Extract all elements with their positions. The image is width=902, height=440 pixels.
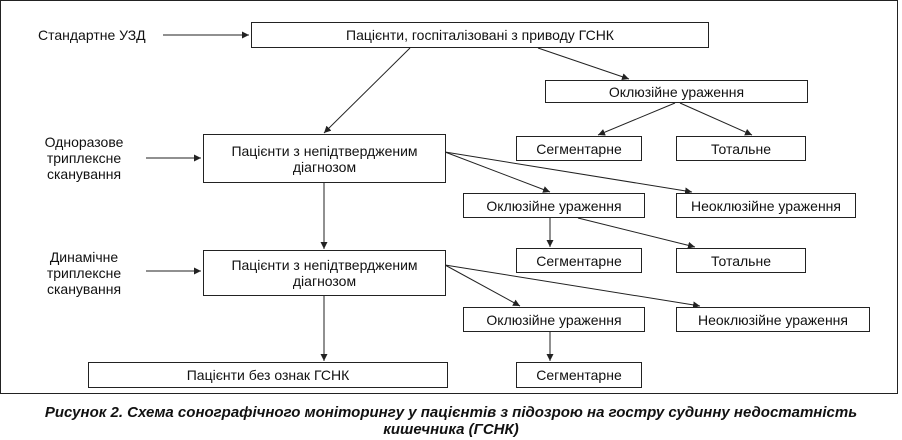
box-no-signs-of-gsnk: Пацієнти без ознак ГСНК — [88, 362, 448, 388]
figure-caption-line: Рисунок 2. Схема сонографічного монітори… — [44, 404, 858, 421]
box-nonocclusive-lesion-3: Неоклюзійне ураження — [676, 307, 870, 332]
box-occlusive-lesion-3: Оклюзійне ураження — [463, 307, 645, 332]
side-label-line: Динамічне — [49, 249, 119, 265]
arrow-hospitalized-to-unconfirmed-1 — [323, 47, 411, 134]
side-label-line: Одноразове — [44, 134, 124, 150]
arrow-occlusive-2-to-total-2 — [577, 217, 696, 249]
arrow-hospitalized-to-occlusive-1 — [537, 47, 630, 81]
box-unconfirmed-diagnosis-2: Пацієнти з непідтвердженим діагнозом — [203, 250, 446, 296]
diagram-frame — [0, 0, 898, 394]
arrow-unconfirmed-1-to-occlusive-2 — [444, 151, 551, 193]
arrow-unconfirmed-1-to-nonocclusive-2 — [444, 151, 693, 195]
box-line: діагнозом — [292, 273, 357, 289]
box-segmental-2: Сегментарне — [516, 248, 642, 273]
side-label-line: сканування — [46, 281, 122, 297]
figure-caption-line: кишечника (ГСНК) — [383, 421, 519, 438]
box-unconfirmed-diagnosis-1: Пацієнти з непідтвердженим діагнозом — [203, 134, 446, 183]
box-line: діагнозом — [292, 158, 357, 175]
box-total-1: Тотальне — [676, 136, 806, 161]
arrow-occlusive-1-to-segmental-1 — [597, 102, 676, 136]
box-total-2: Тотальне — [676, 248, 806, 273]
side-label-line: триплексне — [46, 265, 122, 281]
box-occlusive-lesion-2: Оклюзійне ураження — [463, 193, 645, 218]
box-segmental-1: Сегментарне — [516, 136, 642, 161]
arrow-unconfirmed-2-to-nonocclusive-3 — [444, 264, 701, 309]
arrow-occlusive-1-to-total-1 — [679, 102, 753, 136]
box-hospitalized-patients: Пацієнти, госпіталізовані з приводу ГСНК — [251, 22, 709, 48]
arrow-unconfirmed-2-to-occlusive-3 — [444, 264, 521, 307]
side-label-line: сканування — [46, 166, 122, 182]
side-label-line: триплексне — [46, 150, 122, 166]
box-occlusive-lesion-1: Оклюзійне ураження — [545, 80, 808, 103]
side-label-standard-usd: Стандартне УЗД — [38, 27, 146, 43]
box-line: Пацієнти з непідтвердженим — [231, 142, 418, 159]
box-nonocclusive-lesion-2: Неоклюзійне ураження — [676, 193, 856, 218]
box-line: Пацієнти з непідтвердженим — [231, 257, 418, 273]
side-label-single-triplex-scan: Одноразове триплексне сканування — [30, 134, 138, 182]
box-segmental-3: Сегментарне — [516, 362, 642, 388]
figure-caption: Рисунок 2. Схема сонографічного монітори… — [0, 404, 902, 438]
side-label-dynamic-triplex-scan: Динамічне триплексне сканування — [30, 249, 138, 297]
